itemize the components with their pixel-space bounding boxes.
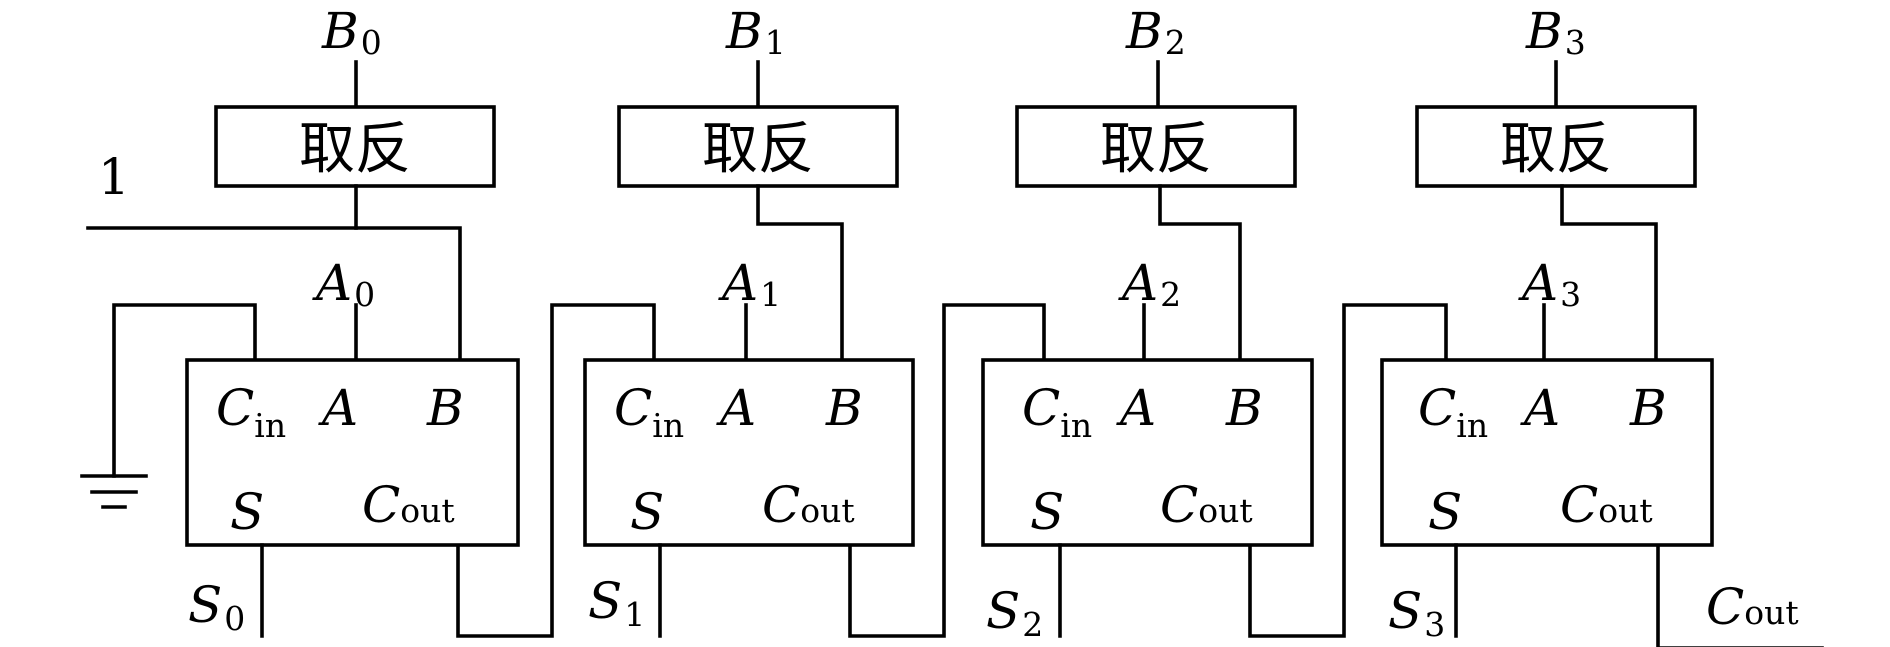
adder-stage-3: B3 取反 A3 Cin A B S Cout S3 — [1380, 2, 1714, 644]
full-adder-box — [583, 358, 915, 547]
carry-in-value: 1 — [98, 148, 130, 206]
s-output-label: S1 — [588, 572, 645, 634]
s-output-label: S0 — [188, 576, 245, 638]
invert-label: 取反 — [1500, 117, 1612, 182]
invert-output-wire — [756, 184, 844, 362]
cout-port-label: Cout — [1160, 476, 1253, 534]
b-input-label: B3 — [1525, 2, 1586, 62]
s-port-label: S — [230, 483, 264, 541]
carry-in-wire — [86, 226, 462, 362]
invert-output-wire — [1560, 184, 1658, 362]
b-input-label: B1 — [725, 2, 786, 62]
b-input-label: B2 — [1125, 2, 1186, 62]
carry-in-constant: 1 — [86, 148, 462, 362]
final-carry-out: Cout — [1656, 543, 1824, 647]
final-carry-label: Cout — [1706, 578, 1799, 636]
cin-port-label: Cin — [1418, 379, 1488, 445]
cout-port-label: Cout — [1560, 476, 1653, 534]
a-input-label: A1 — [718, 254, 781, 314]
adder-stage-0: B0 取反 A0 Cin A B S Cout S0 — [185, 2, 520, 638]
a-input-label: A0 — [312, 254, 375, 314]
ground-connection — [80, 303, 257, 509]
ground-wire — [112, 303, 257, 478]
full-adder-box — [185, 358, 520, 547]
a-port-label: A — [1520, 379, 1560, 437]
b-port-label: B — [825, 379, 863, 437]
cin-port-label: Cin — [1022, 379, 1092, 445]
full-adder-box — [1380, 358, 1714, 547]
carry-wire-1-2 — [848, 303, 1046, 638]
b-input-label: B0 — [321, 2, 382, 62]
cin-port-label: Cin — [614, 379, 684, 445]
invert-box — [1015, 105, 1297, 188]
carry-wire-0-1 — [456, 303, 656, 638]
s-output-label: S3 — [1388, 582, 1445, 644]
s-port-label: S — [1428, 483, 1462, 541]
a-port-label: A — [318, 379, 358, 437]
a-port-label: A — [716, 379, 756, 437]
cout-port-label: Cout — [762, 476, 855, 534]
a-input-label: A2 — [1118, 254, 1181, 314]
invert-box — [617, 105, 899, 188]
s-output-label: S2 — [986, 582, 1043, 644]
carry-wire-2-3 — [1248, 303, 1448, 638]
s-port-label: S — [630, 483, 664, 541]
b-port-label: B — [1629, 379, 1667, 437]
b-port-label: B — [426, 379, 464, 437]
a-port-label: A — [1116, 379, 1156, 437]
final-carry-wire — [1656, 543, 1824, 647]
full-adder-box — [981, 358, 1314, 547]
cout-port-label: Cout — [362, 476, 455, 534]
invert-label: 取反 — [1100, 117, 1212, 182]
adder-stage-2: B2 取反 A2 Cin A B S Cout S2 — [981, 2, 1314, 644]
invert-output-wire — [1158, 184, 1242, 362]
invert-label: 取反 — [299, 117, 411, 182]
s-port-label: S — [1030, 483, 1064, 541]
invert-label: 取反 — [702, 117, 814, 182]
invert-box — [1415, 105, 1697, 188]
a-input-label: A3 — [1518, 254, 1581, 314]
b-port-label: B — [1225, 379, 1263, 437]
adder-stage-1: B1 取反 A1 Cin A B S Cout S1 — [583, 2, 915, 638]
cin-port-label: Cin — [216, 379, 286, 445]
